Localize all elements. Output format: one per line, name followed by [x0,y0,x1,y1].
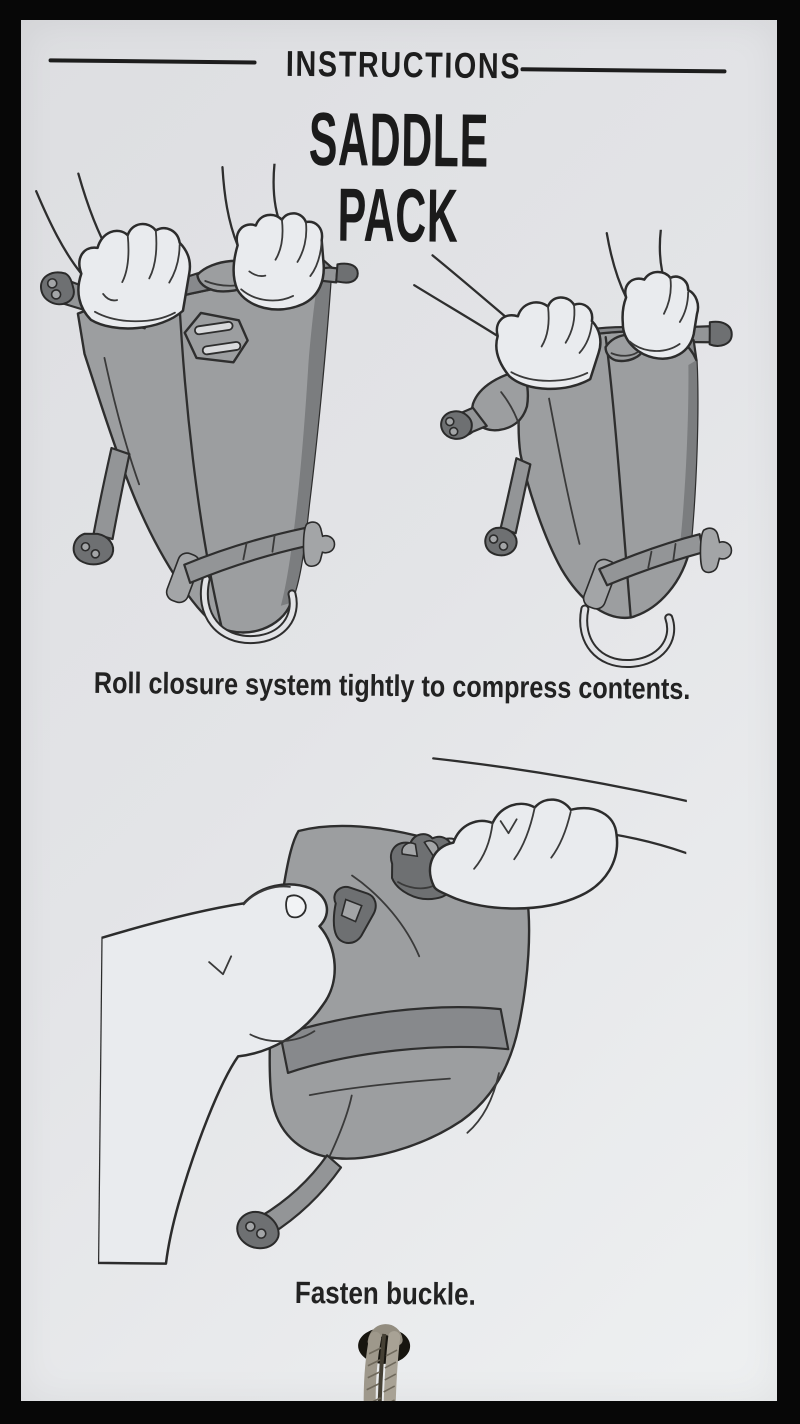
left-hand [413,254,602,391]
step-1-caption-text: Roll closure system tightly to compress … [93,666,691,707]
header-eyebrow-text: INSTRUCTIONS [285,42,522,87]
right-hand [428,757,688,910]
step-1-caption: Roll closure system tightly to compress … [21,666,770,708]
bottom-strap-assembly [165,521,336,645]
right-hand [605,228,700,360]
hanging-strap [236,1154,343,1250]
header-eyebrow: INSTRUCTIONS [256,43,532,88]
bottom-strap-assembly [579,527,733,668]
logo-patch [183,311,249,364]
instruction-card-paper: INSTRUCTIONS SADDLE PACK [21,20,777,1401]
step-2-caption-text: Fasten buckle. [295,1274,477,1312]
illustration-fasten-buckle [97,757,688,1265]
header-rule-right [520,67,727,74]
illustration-roll-step-2 [413,228,733,668]
thumb-hook-piece [332,885,377,945]
left-side-straps [440,406,532,557]
saddle-pack-body [470,330,699,620]
illustration-roll-step-1 [35,162,359,645]
left-hand [97,883,336,1265]
hang-cord [358,1324,411,1401]
header-rule-left [48,58,257,65]
right-hand [221,162,326,311]
card-content: INSTRUCTIONS SADDLE PACK [21,20,777,1401]
left-hand [35,172,192,330]
